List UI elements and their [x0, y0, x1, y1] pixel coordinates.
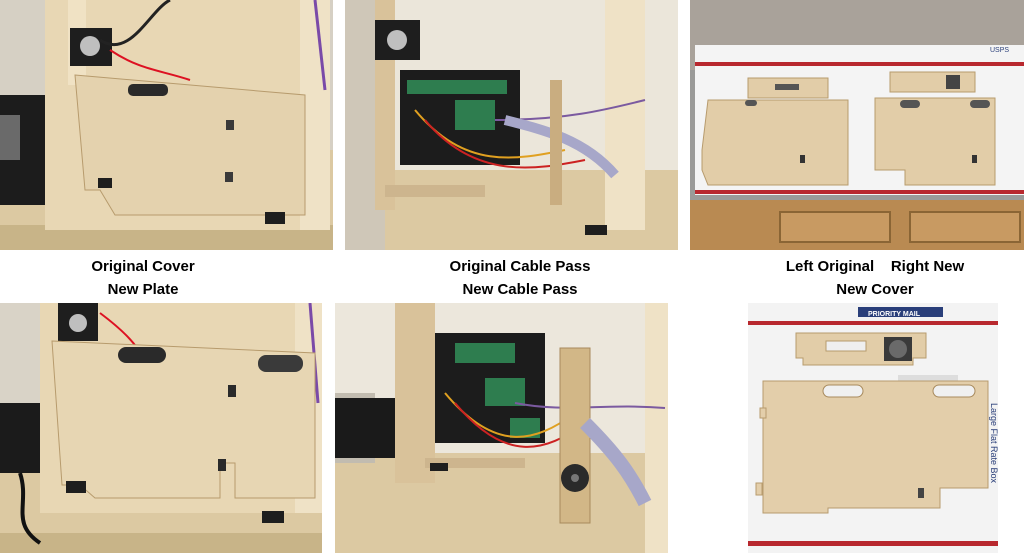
- caption-left-original-right-new: Left Original Right New: [785, 258, 965, 275]
- photo-new-plate: [0, 303, 322, 553]
- caption-new-plate: New Plate: [107, 281, 179, 298]
- photo-original-cover: [0, 0, 333, 250]
- usps-logo-text: USPS: [990, 47, 1009, 54]
- photo-new-cable-pass: [335, 303, 668, 553]
- photo-new-cover: Large Flat Rate Box PRIORITY MAIL: [748, 303, 998, 553]
- caption-new-cable-pass: New Cable Pass: [462, 281, 578, 298]
- priority-mail-text: PRIORITY MAIL: [868, 311, 921, 318]
- photo-original-cable-pass: [345, 0, 678, 250]
- caption-original-cover: Original Cover: [91, 258, 195, 275]
- photo-cover-comparison: USPS: [690, 0, 1024, 250]
- caption-new-cover: New Cover: [836, 281, 914, 298]
- caption-original-cable-pass: Original Cable Pass: [449, 258, 591, 275]
- flat-rate-box-text: Large Flat Rate Box: [989, 403, 998, 484]
